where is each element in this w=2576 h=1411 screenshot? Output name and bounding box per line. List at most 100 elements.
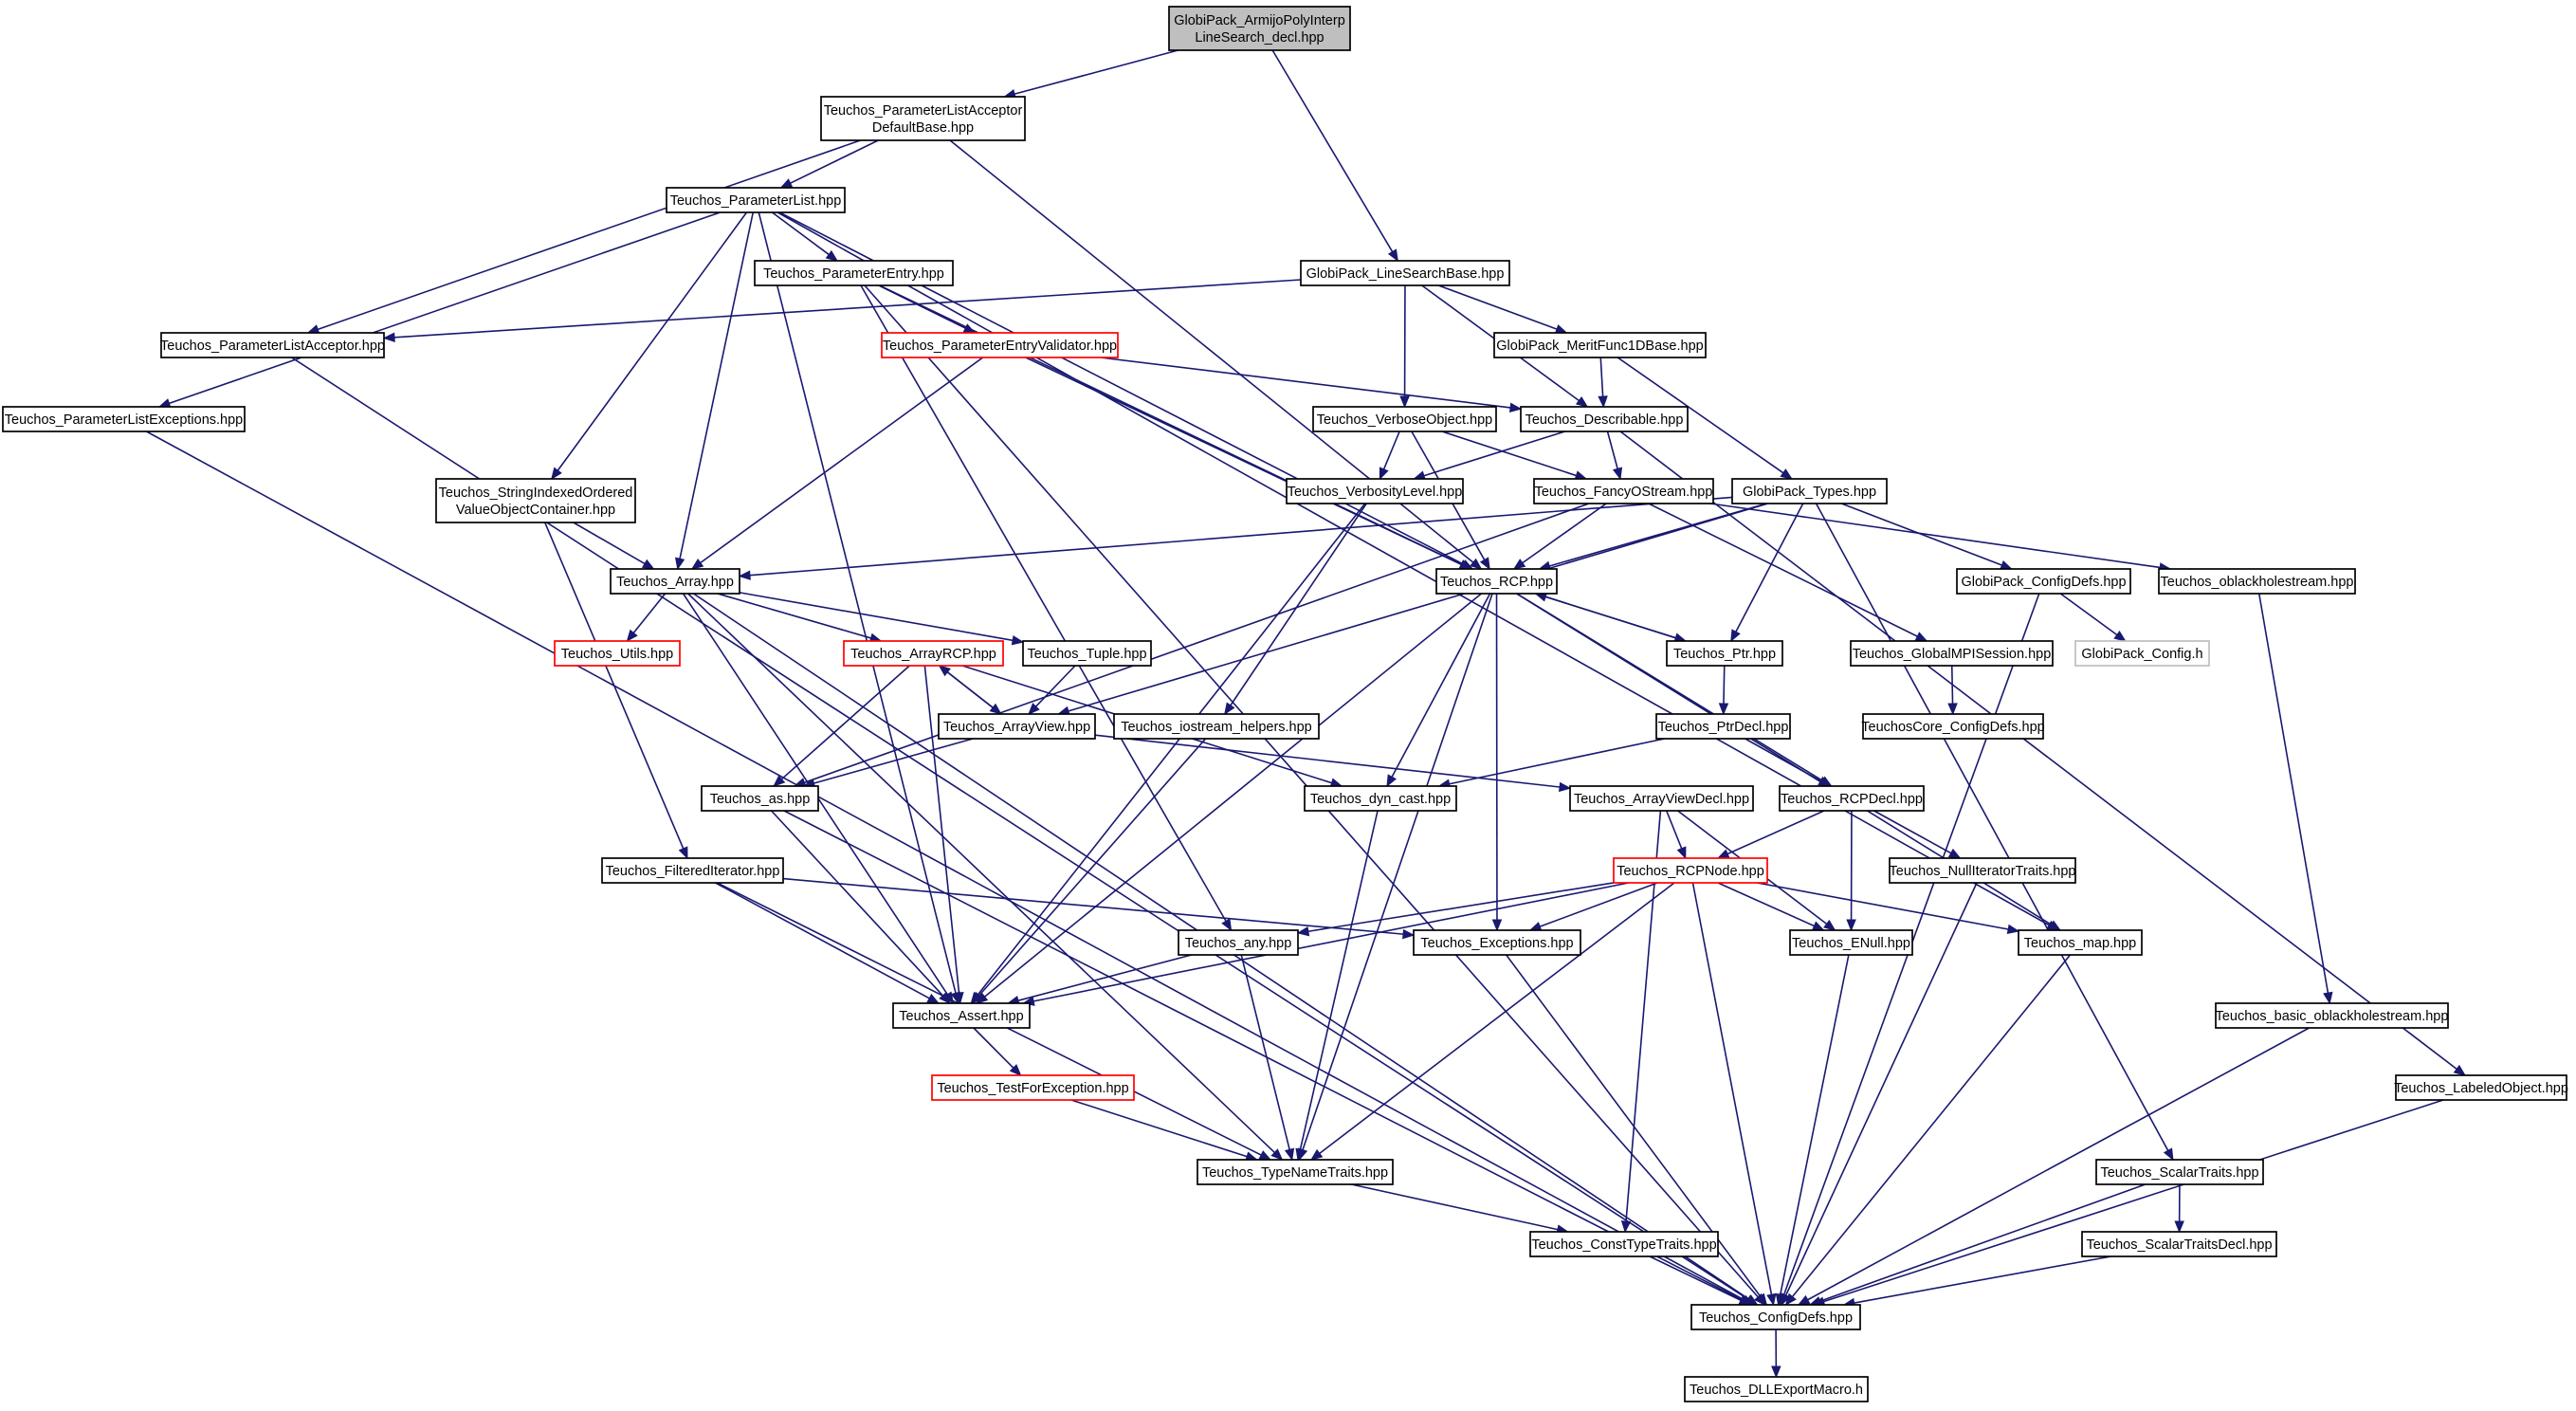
node-teuchos-ptrdecl-hpp[interactable]: Teuchos_PtrDecl.hpp (1655, 713, 1791, 740)
node-box[interactable] (892, 1002, 1031, 1029)
node-box[interactable] (2395, 1074, 2567, 1101)
node-teuchos-testforexception-hpp[interactable]: Teuchos_TestForException.hpp (931, 1074, 1135, 1101)
node-box[interactable] (2081, 1231, 2277, 1257)
node-box[interactable] (2, 406, 246, 432)
node-box[interactable] (1569, 785, 1754, 812)
node-box[interactable] (2074, 640, 2210, 667)
node-box[interactable] (1613, 857, 1768, 884)
node-teuchos-map-hpp[interactable]: Teuchos_map.hpp (2018, 929, 2143, 956)
node-globipack-linesearchbase-hpp[interactable]: GlobiPack_LineSearchBase.hpp (1300, 260, 1510, 286)
node-teuchos-iostream-helpers-hpp[interactable]: Teuchos_iostream_helpers.hpp (1113, 713, 1320, 740)
node-box[interactable] (435, 478, 636, 523)
node-teuchos-tuple-hpp[interactable]: Teuchos_Tuple.hpp (1022, 640, 1152, 667)
node-teuchos-parameterentryvalidator-hpp[interactable]: Teuchos_ParameterEntryValidator.hpp (881, 332, 1119, 358)
node-box[interactable] (1850, 640, 2054, 667)
node-box[interactable] (2095, 1159, 2264, 1185)
node-box[interactable] (1666, 640, 1783, 667)
node-teuchos-globalmpisession-hpp[interactable]: Teuchos_GlobalMPISession.hpp (1850, 640, 2054, 667)
node-box[interactable] (666, 187, 846, 213)
node-teuchos-configdefs-hpp[interactable]: Teuchos_ConfigDefs.hpp (1690, 1304, 1861, 1330)
node-teuchos-oblackholestream-hpp[interactable]: Teuchos_oblackholestream.hpp (2158, 568, 2356, 595)
node-box[interactable] (1197, 1159, 1394, 1185)
node-teuchos-rcp-hpp[interactable]: Teuchos_RCP.hpp (1435, 568, 1558, 595)
node-box[interactable] (1304, 785, 1457, 812)
node-teuchos-ptr-hpp[interactable]: Teuchos_Ptr.hpp (1666, 640, 1783, 667)
node-box[interactable] (881, 332, 1119, 358)
node-box[interactable] (2018, 929, 2143, 956)
node-teuchos-typenametraits-hpp[interactable]: Teuchos_TypeNameTraits.hpp (1197, 1159, 1394, 1185)
node-teuchos-scalartraits-hpp[interactable]: Teuchos_ScalarTraits.hpp (2095, 1159, 2264, 1185)
node-box[interactable] (843, 640, 1004, 667)
node-teuchos-fancyostream-hpp[interactable]: Teuchos_FancyOStream.hpp (1533, 478, 1714, 504)
node-box[interactable] (1862, 713, 2044, 740)
node-teuchos-rcpnode-hpp[interactable]: Teuchos_RCPNode.hpp (1613, 857, 1768, 884)
node-box[interactable] (610, 568, 740, 595)
node-box[interactable] (1178, 929, 1299, 956)
node-box[interactable] (1022, 640, 1152, 667)
node-teuchoscore-configdefs-hpp[interactable]: TeuchosCore_ConfigDefs.hpp (1861, 713, 2045, 740)
node-globipack-armijopolyinterp-linesearch-decl-hpp[interactable]: GlobiPack_ArmijoPolyInterpLineSearch_dec… (1168, 6, 1351, 51)
node-box[interactable] (938, 713, 1096, 740)
node-teuchos-nulliteratortraits-hpp[interactable]: Teuchos_NullIteratorTraits.hpp (1889, 857, 2076, 884)
node-teuchos-arrayviewdecl-hpp[interactable]: Teuchos_ArrayViewDecl.hpp (1569, 785, 1754, 812)
node-box[interactable] (701, 785, 819, 812)
node-box[interactable] (1113, 713, 1320, 740)
node-teuchos-enull-hpp[interactable]: Teuchos_ENull.hpp (1789, 929, 1913, 956)
node-box[interactable] (1520, 406, 1689, 432)
node-teuchos-rcpdecl-hpp[interactable]: Teuchos_RCPDecl.hpp (1779, 785, 1925, 812)
node-box[interactable] (1684, 1376, 1869, 1402)
node-box[interactable] (1789, 929, 1913, 956)
node-teuchos-verbositylevel-hpp[interactable]: Teuchos_VerbosityLevel.hpp (1286, 478, 1464, 504)
node-teuchos-parameterlist-hpp[interactable]: Teuchos_ParameterList.hpp (666, 187, 846, 213)
node-box[interactable] (1435, 568, 1558, 595)
node-globipack-configdefs-hpp[interactable]: GlobiPack_ConfigDefs.hpp (1956, 568, 2131, 595)
node-box[interactable] (1286, 478, 1464, 504)
node-teuchos-dllexportmacro-h[interactable]: Teuchos_DLLExportMacro.h (1684, 1376, 1869, 1402)
node-teuchos-exceptions-hpp[interactable]: Teuchos_Exceptions.hpp (1413, 929, 1581, 956)
node-teuchos-describable-hpp[interactable]: Teuchos_Describable.hpp (1520, 406, 1689, 432)
node-teuchos-utils-hpp[interactable]: Teuchos_Utils.hpp (554, 640, 681, 667)
node-box[interactable] (754, 260, 954, 286)
node-teuchos-array-hpp[interactable]: Teuchos_Array.hpp (610, 568, 740, 595)
node-teuchos-arrayview-hpp[interactable]: Teuchos_ArrayView.hpp (938, 713, 1096, 740)
node-box[interactable] (2158, 568, 2356, 595)
node-box[interactable] (931, 1074, 1135, 1101)
node-teuchos-parameterlistacceptor-hpp[interactable]: Teuchos_ParameterListAcceptor.hpp (160, 332, 385, 358)
node-teuchos-parameterlistexceptions-hpp[interactable]: Teuchos_ParameterListExceptions.hpp (2, 406, 246, 432)
node-teuchos-verboseobject-hpp[interactable]: Teuchos_VerboseObject.hpp (1312, 406, 1497, 432)
node-box[interactable] (1168, 6, 1351, 51)
node-globipack-types-hpp[interactable]: GlobiPack_Types.hpp (1731, 478, 1888, 504)
node-teuchos-labeledobject-hpp[interactable]: Teuchos_LabeledObject.hpp (2394, 1074, 2568, 1101)
node-teuchos-dyn-cast-hpp[interactable]: Teuchos_dyn_cast.hpp (1304, 785, 1457, 812)
node-box[interactable] (601, 857, 784, 884)
node-box[interactable] (1889, 857, 2076, 884)
node-teuchos-parameterentry-hpp[interactable]: Teuchos_ParameterEntry.hpp (754, 260, 954, 286)
node-globipack-config-h[interactable]: GlobiPack_Config.h (2074, 640, 2210, 667)
node-teuchos-scalartraitsdecl-hpp[interactable]: Teuchos_ScalarTraitsDecl.hpp (2081, 1231, 2277, 1257)
node-teuchos-parameterlistacceptor-defaultbase-hpp[interactable]: Teuchos_ParameterListAcceptorDefaultBase… (820, 96, 1026, 141)
node-box[interactable] (1413, 929, 1581, 956)
node-teuchos-arrayrcp-hpp[interactable]: Teuchos_ArrayRCP.hpp (843, 640, 1004, 667)
node-teuchos-filterediterator-hpp[interactable]: Teuchos_FilteredIterator.hpp (601, 857, 784, 884)
node-box[interactable] (1731, 478, 1888, 504)
node-box[interactable] (554, 640, 681, 667)
node-teuchos-stringindexedordered-valueobjectcontainer-hpp[interactable]: Teuchos_StringIndexedOrderedValueObjectC… (435, 478, 636, 523)
node-box[interactable] (1655, 713, 1791, 740)
node-teuchos-any-hpp[interactable]: Teuchos_any.hpp (1178, 929, 1299, 956)
node-box[interactable] (160, 332, 385, 358)
node-box[interactable] (1300, 260, 1510, 286)
node-globipack-meritfunc1dbase-hpp[interactable]: GlobiPack_MeritFunc1DBase.hpp (1493, 332, 1707, 358)
node-box[interactable] (1690, 1304, 1861, 1330)
node-teuchos-basic-oblackholestream-hpp[interactable]: Teuchos_basic_oblackholestream.hpp (2215, 1002, 2449, 1029)
node-box[interactable] (1533, 478, 1714, 504)
node-box[interactable] (1779, 785, 1925, 812)
node-teuchos-as-hpp[interactable]: Teuchos_as.hpp (701, 785, 819, 812)
node-teuchos-consttypetraits-hpp[interactable]: Teuchos_ConstTypeTraits.hpp (1529, 1231, 1719, 1257)
node-box[interactable] (1529, 1231, 1719, 1257)
node-box[interactable] (1956, 568, 2131, 595)
node-box[interactable] (820, 96, 1026, 141)
node-box[interactable] (2215, 1002, 2449, 1029)
node-box[interactable] (1312, 406, 1497, 432)
node-box[interactable] (1493, 332, 1707, 358)
node-teuchos-assert-hpp[interactable]: Teuchos_Assert.hpp (892, 1002, 1031, 1029)
